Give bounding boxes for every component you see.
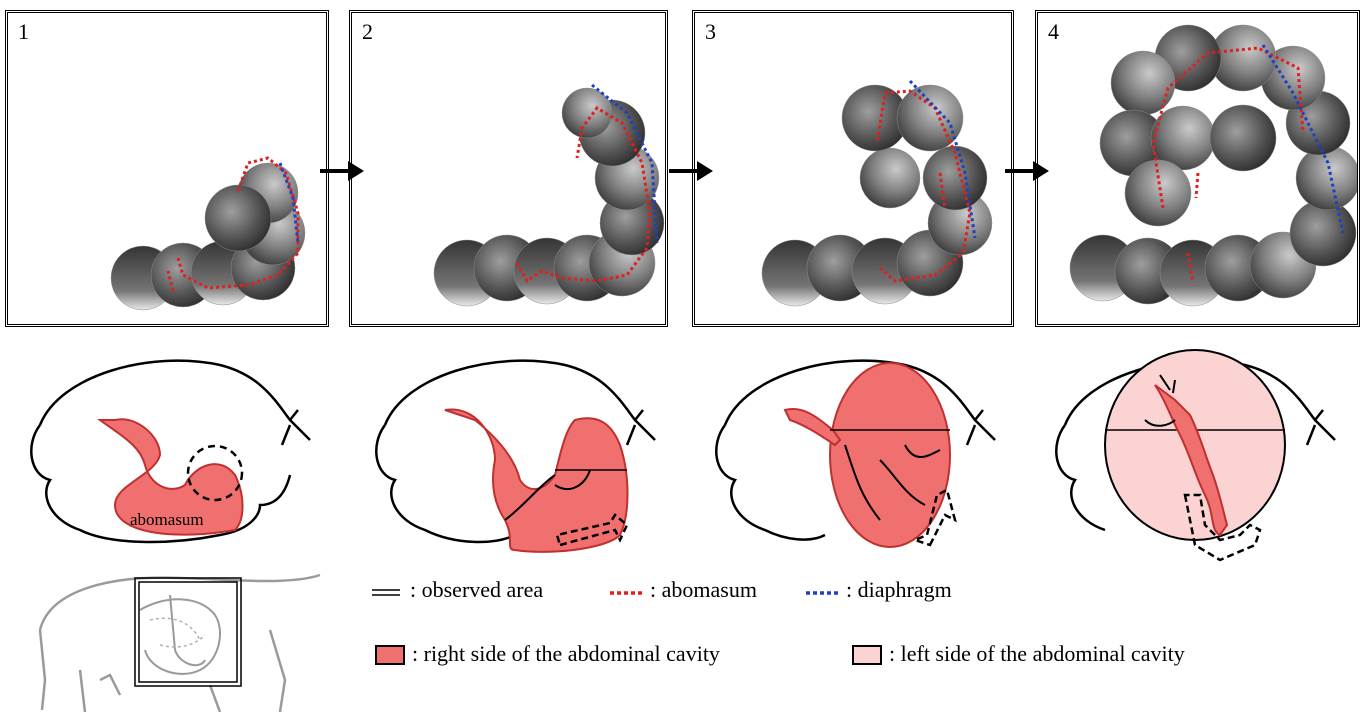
abomasum-diagram-3: [705, 345, 1005, 580]
legend-observed-area: : observed area: [410, 577, 543, 603]
panel-2: 2: [349, 10, 668, 327]
endoscopic-mosaic-3: [695, 13, 1011, 324]
abomasum-legend-swatch: [610, 590, 644, 596]
right-side-legend-swatch: [375, 645, 405, 665]
legend-left-side: : left side of the abdominal cavity: [889, 641, 1185, 667]
endoscopic-mosaic-1: [8, 13, 326, 324]
arrow-3-to-4: [1003, 158, 1053, 184]
arrow-2-to-3: [667, 158, 717, 184]
abomasum-diagram-1: abomasum: [20, 345, 320, 560]
abomasum-diagram-2: [365, 345, 665, 580]
diaphragm-legend-swatch: [806, 590, 840, 596]
legend-right-side: : right side of the abdominal cavity: [412, 641, 720, 667]
left-side-legend-swatch: [852, 645, 882, 665]
arrow-1-to-2: [318, 158, 368, 184]
endoscopic-mosaic-4: [1038, 13, 1357, 324]
legend-abomasum: : abomasum: [650, 577, 757, 603]
panel-1: 1: [5, 10, 329, 327]
observed-area-legend-swatch: [372, 587, 400, 599]
panel-3: 3: [692, 10, 1014, 327]
abomasum-label: abomasum: [130, 510, 204, 529]
legend-diaphragm: : diaphragm: [846, 577, 952, 603]
abomasum-diagram-4: [1045, 345, 1345, 580]
endoscopic-mosaic-2: [352, 13, 665, 324]
panel-4: 4: [1035, 10, 1360, 327]
cow-silhouette-inset: [30, 570, 330, 712]
